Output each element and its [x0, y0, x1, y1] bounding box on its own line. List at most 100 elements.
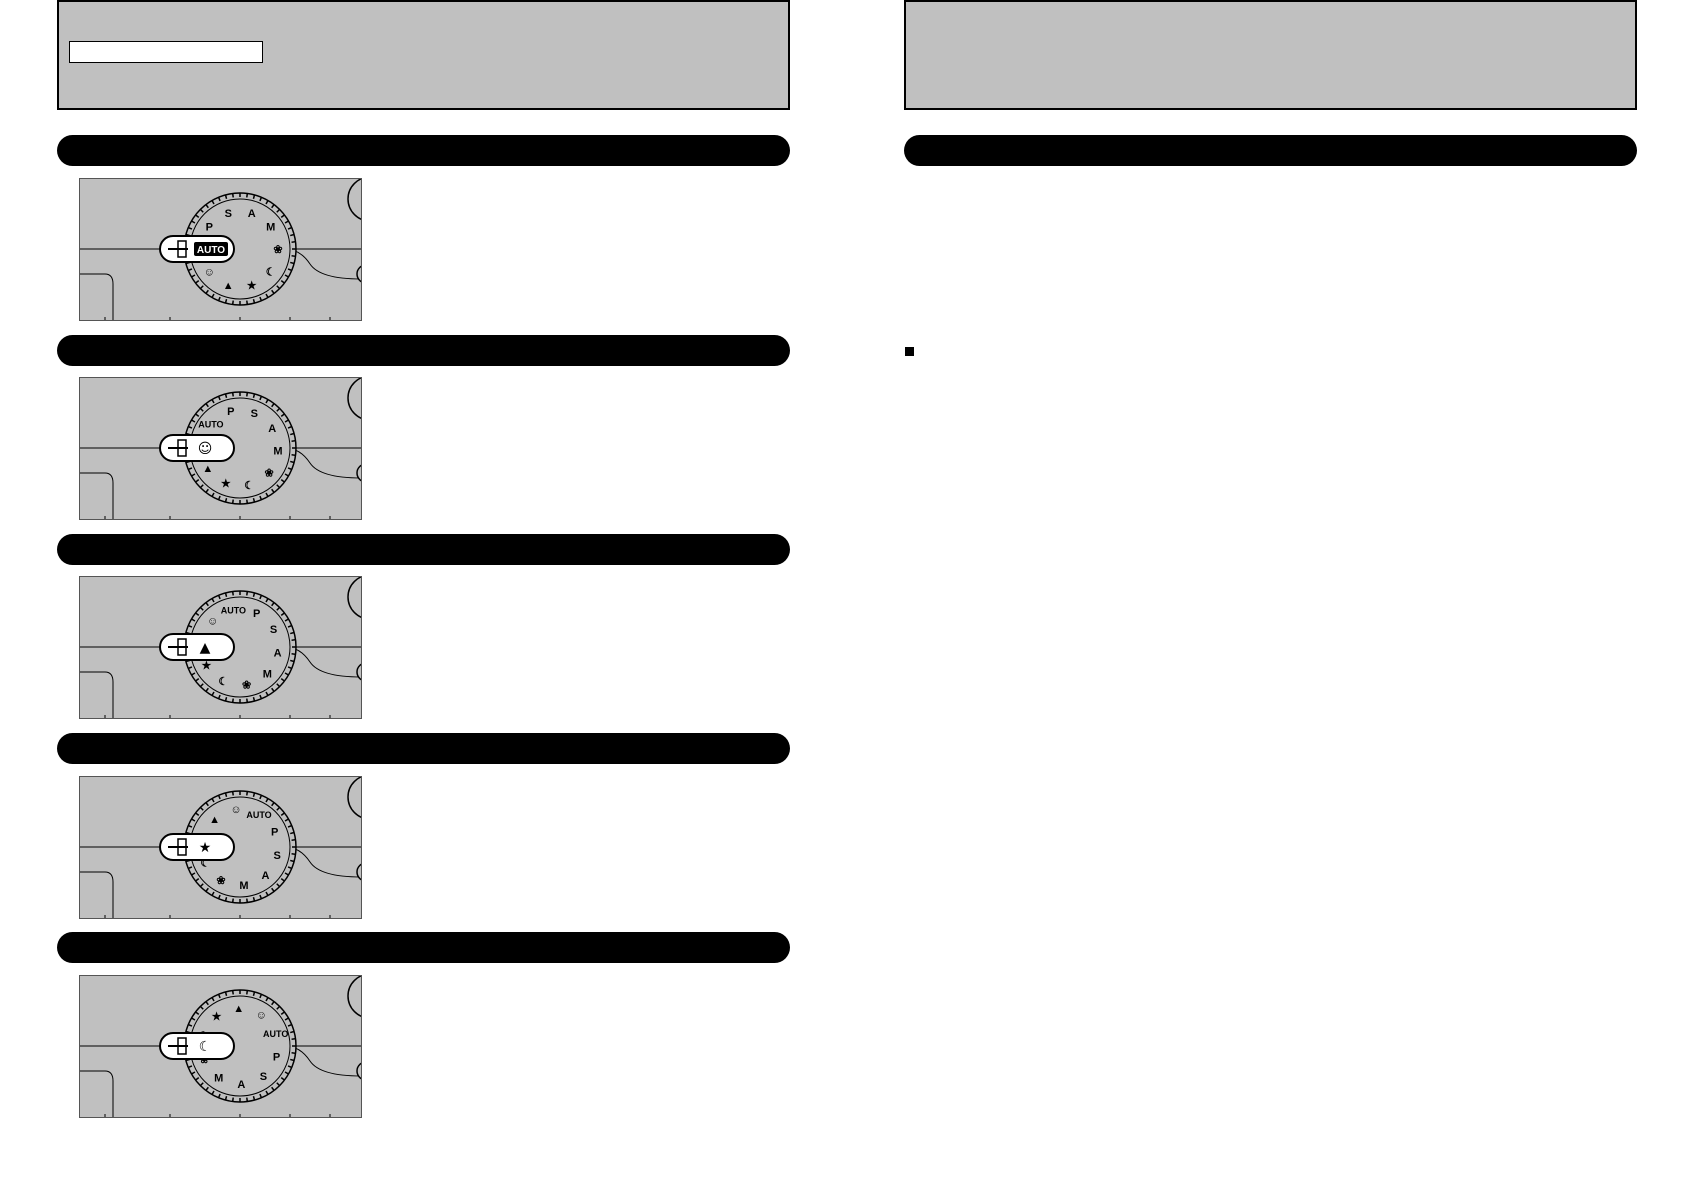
dial-knurl-tick: [195, 1077, 200, 1081]
dial-knurl-tick: [231, 698, 234, 703]
dial-knurl-tick: [217, 594, 221, 600]
dial-mode-label: S: [225, 208, 232, 220]
dial-mode-label: A: [274, 647, 282, 659]
dial-mode-label: ☾: [266, 266, 276, 278]
dial-knurl-tick: [284, 818, 289, 822]
dial-mode-label: S: [251, 408, 258, 420]
dial-knurl-tick: [217, 894, 221, 900]
dial-knurl-tick: [291, 240, 296, 243]
dial-knurl-tick: [287, 824, 293, 828]
dial-knurl-tick: [252, 991, 256, 996]
header-label-box: [69, 41, 263, 63]
dial-mode-label: P: [227, 406, 234, 418]
dial-knurl-tick: [290, 233, 295, 237]
dial-mode-label: P: [206, 222, 213, 234]
dial-knurl-tick: [246, 898, 249, 903]
dial-knurl-tick: [205, 1001, 209, 1006]
dial-knurl-tick: [211, 1090, 215, 1095]
dial-mode-label: ★: [212, 1011, 222, 1023]
dial-mode-label: S: [273, 850, 280, 862]
section-bar-5: [57, 932, 790, 963]
dial-knurl-tick: [224, 194, 228, 199]
dial-knurl-tick: [217, 794, 221, 800]
dial-knurl-tick: [217, 395, 221, 401]
dial-mode-label: ❀: [265, 467, 274, 479]
dial-knurl-tick: [284, 1071, 289, 1075]
dial-knurl-tick: [224, 697, 228, 702]
dial-knurl-tick: [265, 798, 269, 803]
dial-knurl-tick: [231, 499, 234, 504]
dial-mode-label: P: [271, 827, 278, 839]
dial-knurl-tick: [265, 492, 269, 497]
dial-knurl-tick: [205, 687, 209, 692]
dial-knurl-tick: [217, 1093, 221, 1099]
dial-mode-label: ❀: [242, 679, 251, 691]
dial-knurl-tick: [224, 393, 228, 398]
dial-knurl-tick: [276, 683, 281, 688]
shutter-knob: [347, 777, 361, 818]
dial-knurl-tick: [284, 618, 289, 622]
dial-knurl-tick: [224, 592, 228, 597]
grip-outline: [80, 472, 114, 519]
dial-knurl-tick: [191, 818, 196, 822]
dial-knurl-tick: [231, 1097, 234, 1102]
dial-knurl-tick: [199, 407, 204, 412]
dial-mode-label: ☺: [230, 804, 241, 816]
dial-knurl-tick: [217, 495, 221, 501]
auto-badge-icon: [194, 242, 228, 256]
dial-knurl-tick: [290, 631, 295, 635]
dial-knurl-tick: [265, 691, 269, 696]
dial-mode-label: M: [239, 880, 248, 892]
dial-mode-label: AUTO: [198, 420, 223, 430]
dial-knurl-tick: [287, 425, 293, 429]
dial-knurl-tick: [291, 1052, 296, 1055]
selected-mode-icon: ☾: [199, 1039, 212, 1055]
dial-knurl-tick: [287, 624, 293, 628]
selected-mode-icon: ▲: [200, 640, 211, 656]
dial-knurl-tick: [199, 1005, 204, 1010]
small-knob: [356, 464, 361, 482]
dial-mode-label: ★: [221, 478, 231, 490]
small-knob: [356, 1062, 361, 1080]
dial-mode-label: ☺: [207, 616, 218, 628]
dial-knurl-tick: [217, 694, 221, 700]
dial-knurl-tick: [284, 672, 289, 676]
dial-knurl-tick: [291, 439, 296, 442]
dial-knurl-tick: [191, 1017, 196, 1021]
left-header-box: [57, 0, 790, 110]
dial-knurl-tick: [276, 883, 281, 888]
dial-knurl-tick: [205, 602, 209, 607]
dial-knurl-tick: [205, 403, 209, 408]
selected-mode-icon: ★: [199, 840, 212, 856]
dial-knurl-tick: [231, 300, 234, 305]
dial-knurl-tick: [276, 606, 281, 611]
grip-outline: [80, 273, 114, 320]
grip-outline: [80, 671, 114, 718]
dial-mode-label: A: [248, 208, 256, 220]
dial-mode-label: M: [266, 222, 275, 234]
dial-knurl-tick: [187, 226, 193, 230]
dial-knurl-tick: [271, 687, 275, 692]
indicator-mark: [177, 240, 187, 258]
dial-knurl-tick: [290, 261, 295, 265]
dial-knurl-tick: [246, 193, 249, 198]
dial-knurl-tick: [195, 678, 200, 682]
dial-knurl-tick: [231, 591, 234, 596]
dial-knurl-tick: [187, 624, 193, 628]
dial-knurl-tick: [217, 993, 221, 999]
dial-knurl-tick: [205, 1086, 209, 1091]
dial-mode-label: AUTO: [263, 1029, 288, 1039]
dial-knurl-tick: [280, 678, 285, 682]
dial-knurl-tick: [259, 894, 263, 900]
dial-knurl-tick: [287, 866, 293, 870]
dial-knurl-tick: [252, 592, 256, 597]
dial-knurl-tick: [211, 598, 215, 603]
dial-knurl-tick: [224, 1096, 228, 1101]
dial-knurl-tick: [224, 991, 228, 996]
dial-knurl-tick: [280, 878, 285, 882]
dial-knurl-tick: [284, 473, 289, 477]
dial-knurl-tick: [231, 990, 234, 995]
dial-knurl-tick: [205, 204, 209, 209]
dial-knurl-tick: [259, 794, 263, 800]
